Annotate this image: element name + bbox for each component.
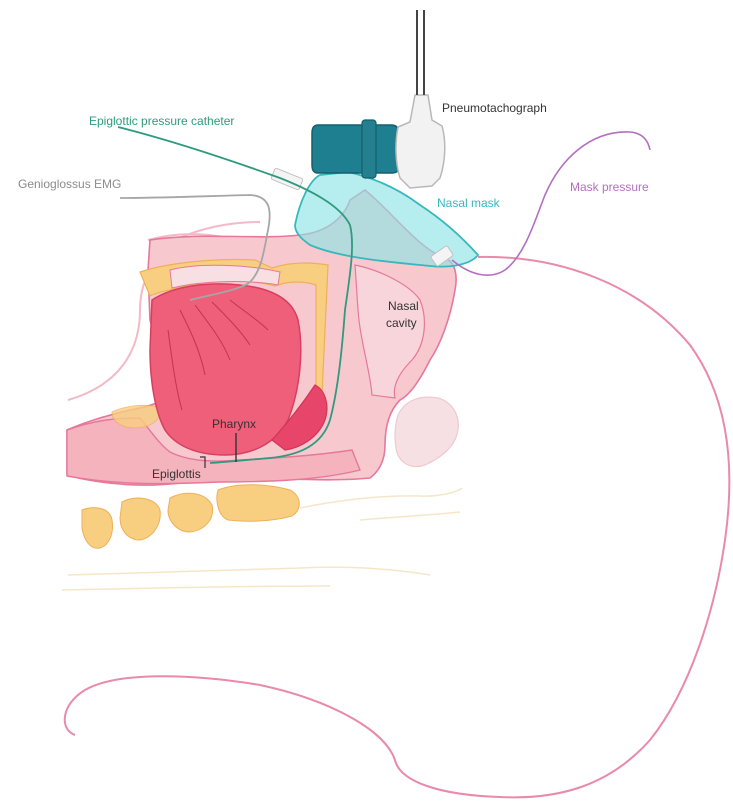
nasal-cavity-label-line2: cavity [386, 316, 417, 330]
vertebra-4 [217, 485, 299, 521]
pneumotach-connector-ring [362, 120, 376, 178]
vertebra-3 [168, 493, 213, 532]
epiglottic-catheter-label: Epiglottic pressure catheter [89, 114, 234, 128]
nasal-mask-label: Nasal mask [437, 196, 501, 210]
vertebra-1 [82, 508, 113, 549]
pneumotachograph-label: Pneumotachograph [442, 101, 547, 115]
nasal-cavity-label-line1: Nasal [388, 299, 419, 313]
genioglossus-emg-label: Genioglossus EMG [18, 177, 121, 191]
pneumotachograph [396, 95, 445, 188]
pneumotach-connector [312, 125, 400, 173]
pneumotach-tubes [417, 10, 424, 95]
mask-pressure-label: Mask pressure [570, 180, 649, 194]
vertebra-2 [120, 498, 160, 540]
epiglottis-label: Epiglottis [152, 467, 201, 481]
nasal-concha [395, 397, 458, 466]
pharynx-label: Pharynx [212, 417, 256, 431]
